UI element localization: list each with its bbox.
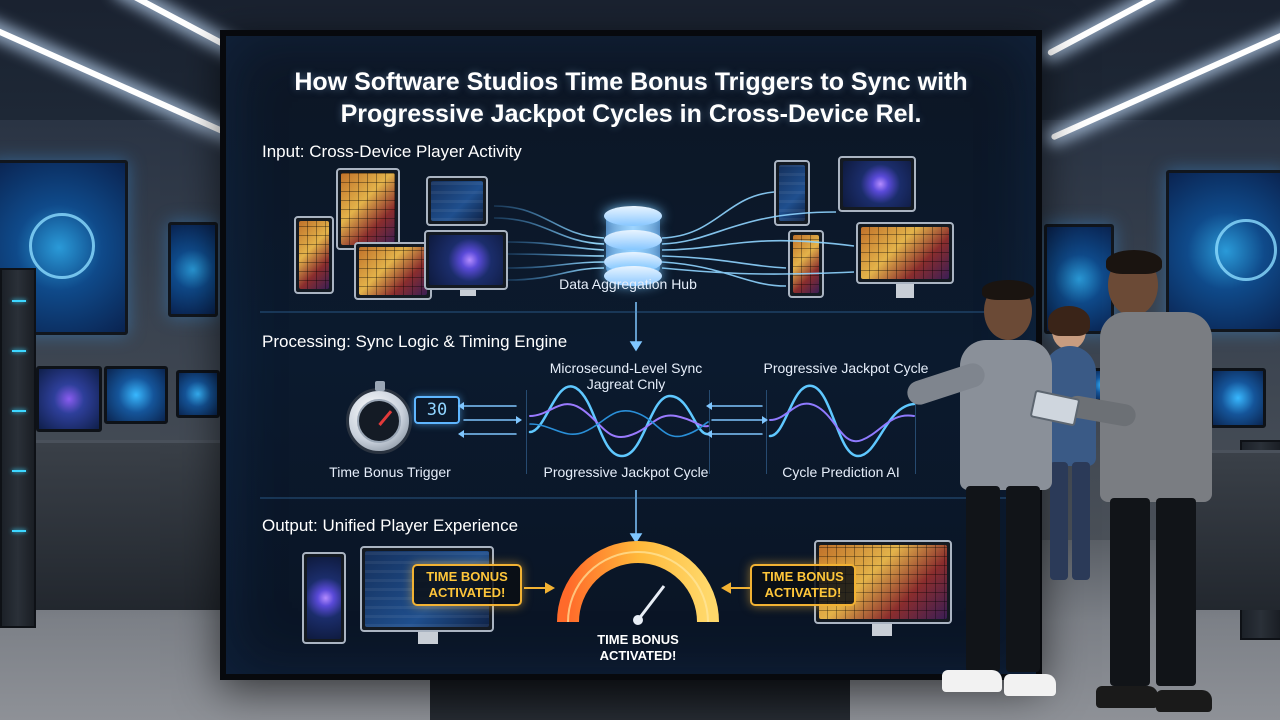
- wall-screen-left-2: [168, 222, 218, 317]
- timer-display: 30: [414, 396, 460, 424]
- person-with-tablet: [1029, 250, 1226, 720]
- monitor-device-3: [838, 156, 916, 212]
- monitor-stand-2: [896, 284, 914, 298]
- tablet-device-1: [336, 168, 400, 250]
- monitor-left-2: [104, 366, 168, 424]
- badge-right-line-2: ACTIVATED!: [764, 585, 842, 600]
- wave-panel-2: [766, 390, 916, 474]
- right-top-label: Progressive Jackpot Cycle: [763, 360, 929, 376]
- board-stand: [430, 672, 850, 720]
- badge-left-line-1: TIME BONUS: [426, 569, 508, 584]
- processing-section-label: Processing: Sync Logic & Timing Engine: [262, 332, 568, 351]
- input-section-label: Input: Cross-Device Player Activity: [262, 142, 522, 161]
- board-title: How Software Studios Time Bonus Triggers…: [226, 66, 1036, 130]
- sync-label-line-1: Microsecund-Level Sync: [549, 360, 703, 376]
- infographic-board: How Software Studios Time Bonus Triggers…: [220, 30, 1042, 680]
- output-stand-left: [418, 632, 438, 644]
- gauge-line-2: ACTIVATED!: [599, 648, 677, 663]
- wave-label: Progressive Jackpot Cycle: [543, 464, 709, 480]
- stopwatch-icon: [346, 381, 412, 454]
- trigger-label: Time Bonus Trigger: [329, 464, 451, 480]
- gauge-icon: [524, 541, 750, 625]
- monitor-left-3: [176, 370, 220, 418]
- phone-device-1: [294, 216, 334, 294]
- badge-left-line-2: ACTIVATED!: [428, 585, 506, 600]
- phone-device-3: [788, 230, 824, 298]
- badge-right: TIME BONUS ACTIVATED!: [750, 564, 856, 606]
- output-phone: [302, 552, 346, 644]
- output-stand-right: [872, 624, 892, 636]
- person-pointing: [904, 280, 1076, 720]
- monitor-device-4: [856, 222, 954, 284]
- desk-left: [36, 440, 222, 610]
- processing-waves: [458, 384, 916, 458]
- input-flow-lines: [260, 191, 1008, 544]
- monitor-left-1: [36, 366, 102, 432]
- gauge-line-1: TIME BONUS: [597, 632, 679, 647]
- monitor-device-2: [424, 230, 508, 290]
- monitor-stand-1: [460, 290, 476, 296]
- sync-label-line-2: Jagreat Cnly: [586, 376, 666, 392]
- monitor-device-1: [426, 176, 488, 226]
- prediction-label: Cycle Prediction AI: [782, 464, 900, 480]
- server-rack-left: [0, 268, 36, 628]
- wall-screen-right: [1166, 170, 1280, 332]
- data-hub-icon: [604, 206, 662, 286]
- title-line-1: How Software Studios Time Bonus Triggers…: [294, 68, 968, 96]
- gauge-label: TIME BONUS ACTIVATED!: [568, 632, 708, 664]
- output-section-label: Output: Unified Player Experience: [262, 516, 519, 535]
- tablet-device-2: [354, 242, 432, 300]
- badge-left: TIME BONUS ACTIVATED!: [412, 564, 522, 606]
- title-line-2: Progressive Jackpot Cycles in Cross-Devi…: [340, 100, 922, 128]
- hub-label: Data Aggregation Hub: [559, 276, 697, 292]
- badge-right-line-1: TIME BONUS: [762, 569, 844, 584]
